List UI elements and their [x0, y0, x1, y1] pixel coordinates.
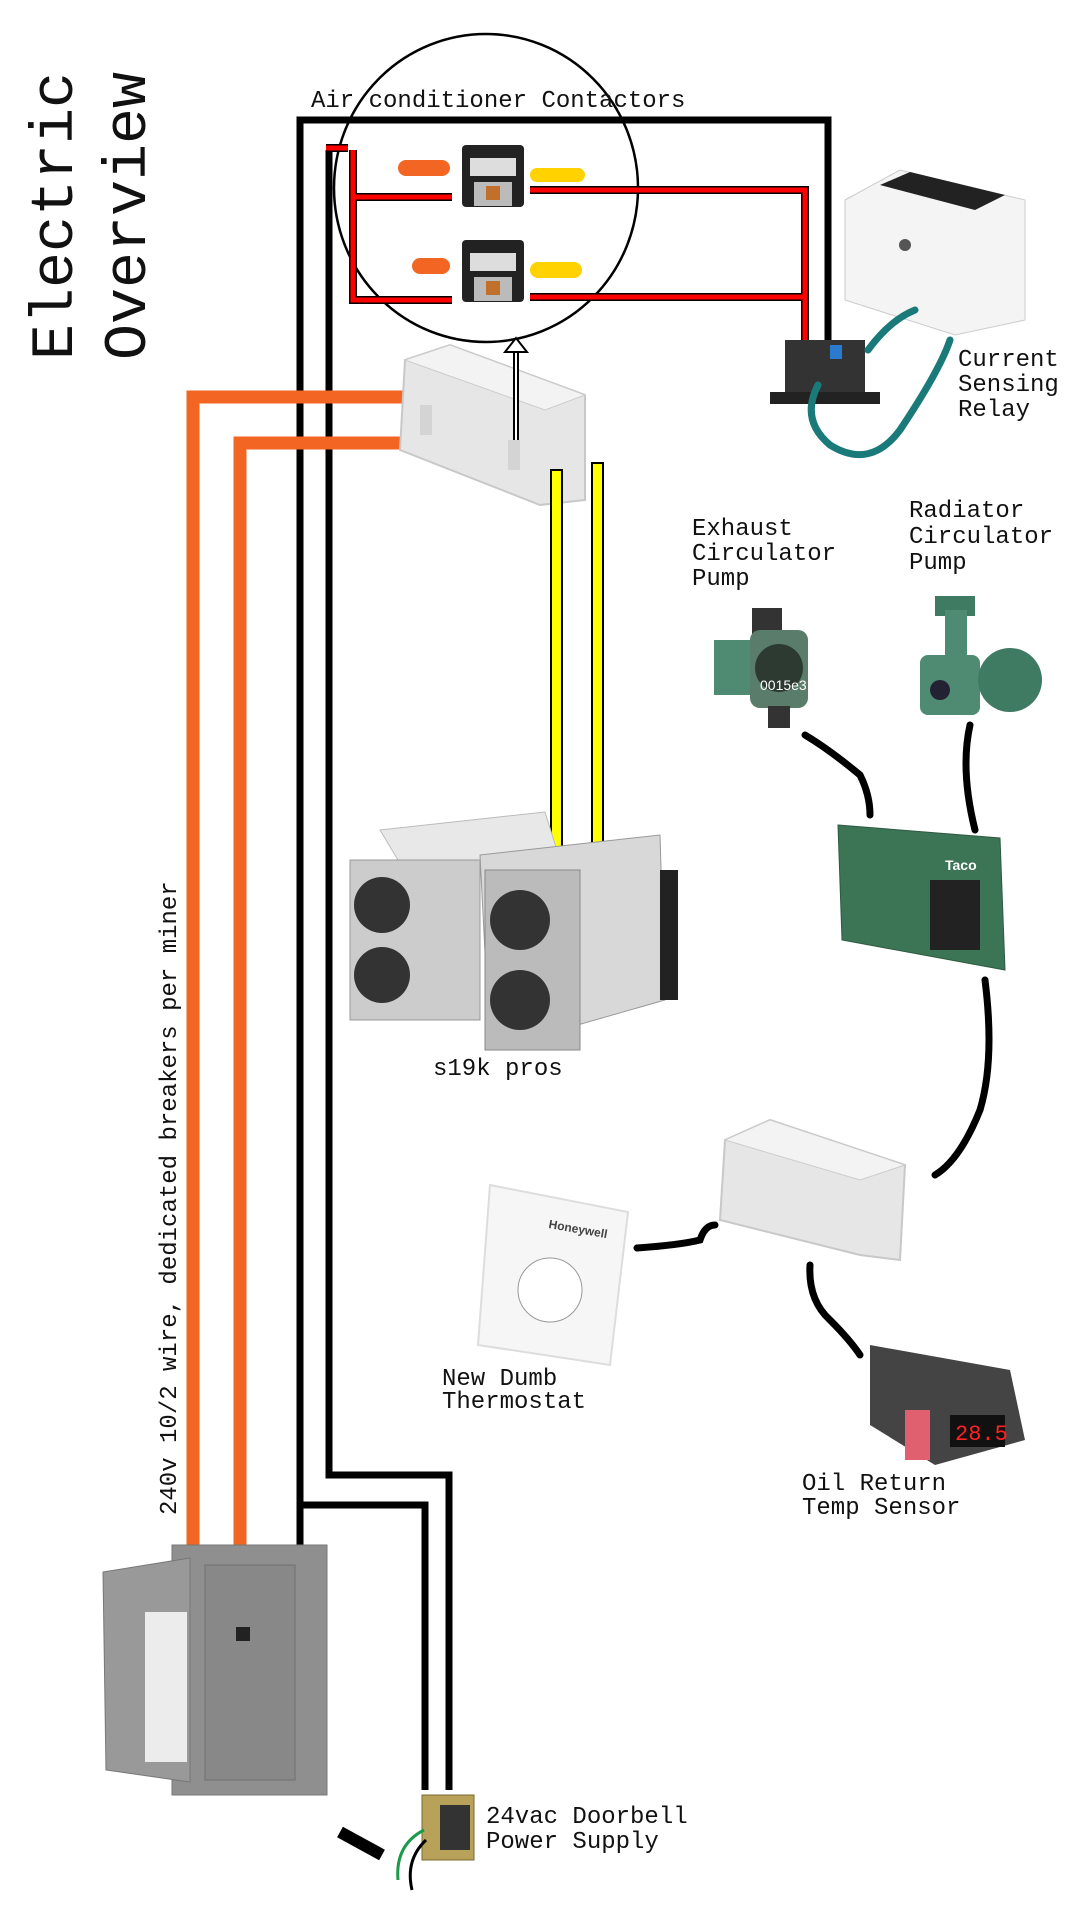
current-sensing-relay-image [770, 340, 880, 404]
zone-controller-image: Taco [837, 824, 1006, 971]
heater-unit-image [844, 169, 1026, 336]
diagram-title: Electric Overview [23, 72, 164, 360]
control-wires [633, 721, 993, 1359]
svg-text:Radiator: Radiator [909, 498, 1024, 525]
temp-sensor-label: Oil Return Temp Sensor [802, 1471, 960, 1522]
upper-junction-box [398, 343, 587, 507]
miners-image [349, 811, 678, 1051]
contactor-1 [398, 145, 585, 207]
orange-power-wires [186, 390, 425, 1545]
relay-label: Current Sensing Relay [958, 347, 1059, 424]
svg-text:0015e3: 0015e3 [760, 677, 807, 693]
exhaust-pump-image: 0015e3 [714, 608, 808, 728]
miners-label: s19k pros [433, 1056, 563, 1083]
power-supply-label: 24vac Doorbell Power Supply [486, 1804, 688, 1856]
teal-hoses [807, 306, 954, 459]
thermostat-label: New Dumb Thermostat [442, 1366, 586, 1416]
temp-controller-image: 28.5 [870, 1345, 1025, 1465]
breaker-panel-image [102, 1544, 328, 1796]
contactors-label: Air conditioner Contactors [311, 88, 685, 115]
svg-text:Pump: Pump [909, 550, 967, 577]
lower-junction-box [718, 1118, 907, 1262]
wire-note-label: 240v 10/2 wire, dedicated breakers per m… [157, 881, 184, 1515]
svg-text:Relay: Relay [958, 397, 1030, 424]
title-line-2: Overview [96, 72, 164, 360]
black-wire-outer-down [300, 1501, 429, 1790]
svg-text:28.5: 28.5 [955, 1422, 1008, 1447]
up-arrow-icon [502, 336, 530, 440]
black-wire-inner [325, 150, 453, 1790]
yellow-miner-wires [550, 462, 604, 864]
svg-text:Circulator: Circulator [692, 541, 836, 568]
doorbell-transformer-image [396, 1794, 475, 1891]
thermostat-image: Honeywell [476, 1183, 630, 1367]
radiator-pump-label: Radiator Circulator Pump [909, 498, 1053, 577]
svg-text:Power Supply: Power Supply [486, 1829, 659, 1856]
radiator-pump-image [920, 596, 1042, 715]
contactor-2 [412, 240, 582, 302]
svg-text:Pump: Pump [692, 566, 750, 593]
svg-text:Temp Sensor: Temp Sensor [802, 1495, 960, 1522]
svg-text:Taco: Taco [945, 857, 977, 873]
svg-text:24vac Doorbell: 24vac Doorbell [486, 1804, 688, 1831]
black-wires [296, 116, 832, 1790]
svg-text:Thermostat: Thermostat [442, 1389, 586, 1416]
svg-text:Exhaust: Exhaust [692, 516, 793, 543]
svg-text:Oil Return: Oil Return [802, 1471, 946, 1498]
svg-text:New Dumb: New Dumb [442, 1366, 557, 1393]
svg-text:Circulator: Circulator [909, 524, 1053, 551]
svg-text:Current: Current [958, 347, 1059, 374]
title-line-1: Electric [23, 72, 91, 360]
black-wire-outer [296, 116, 832, 1790]
exhaust-pump-label: Exhaust Circulator Pump [692, 516, 836, 593]
svg-text:Sensing: Sensing [958, 372, 1059, 399]
power-cable [337, 1826, 385, 1861]
